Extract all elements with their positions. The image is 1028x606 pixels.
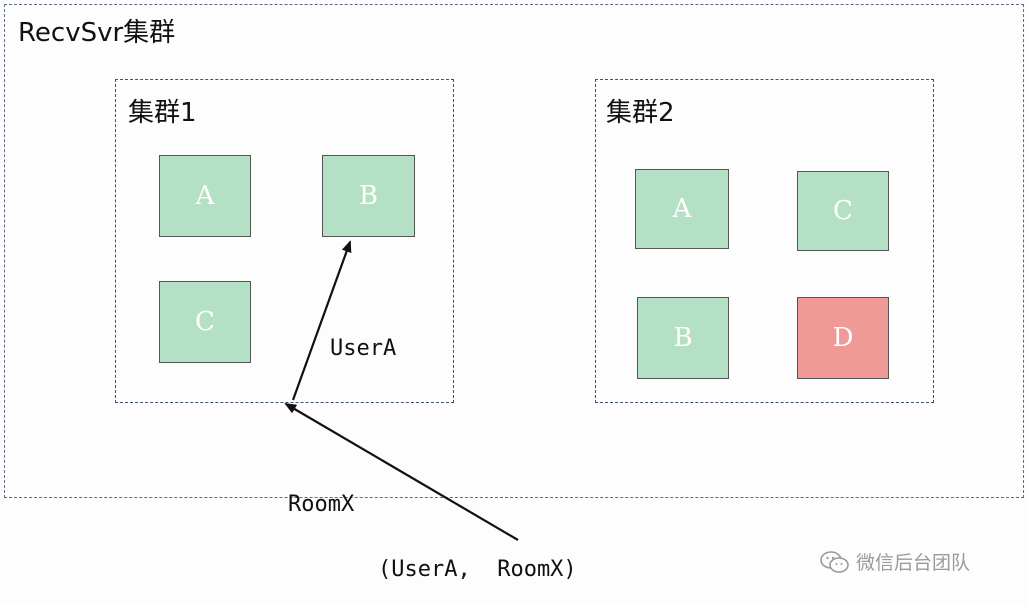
cluster-2 xyxy=(595,79,934,403)
recvsvr-cluster-title: RecvSvr集群 xyxy=(18,18,176,48)
cluster-1-node-c: C xyxy=(159,281,251,363)
cluster-2-node-a: A xyxy=(635,169,729,249)
wechat-icon xyxy=(820,550,850,574)
cluster-1 xyxy=(115,79,454,403)
watermark: 微信后台团队 xyxy=(820,548,970,575)
cluster-1-title: 集群1 xyxy=(128,98,197,128)
cluster-2-title: 集群2 xyxy=(606,98,675,128)
cluster-1-node-b: B xyxy=(322,155,415,237)
cluster-2-node-d: D xyxy=(797,297,889,379)
cluster-1-node-a: A xyxy=(159,155,251,237)
label-request: (UserA, RoomX) xyxy=(378,557,577,582)
cluster-2-node-c: C xyxy=(797,171,889,251)
cluster-2-node-b: B xyxy=(637,297,729,379)
watermark-text: 微信后台团队 xyxy=(856,552,971,574)
label-user-a: UserA xyxy=(330,336,397,361)
label-room-x: RoomX xyxy=(288,492,355,517)
